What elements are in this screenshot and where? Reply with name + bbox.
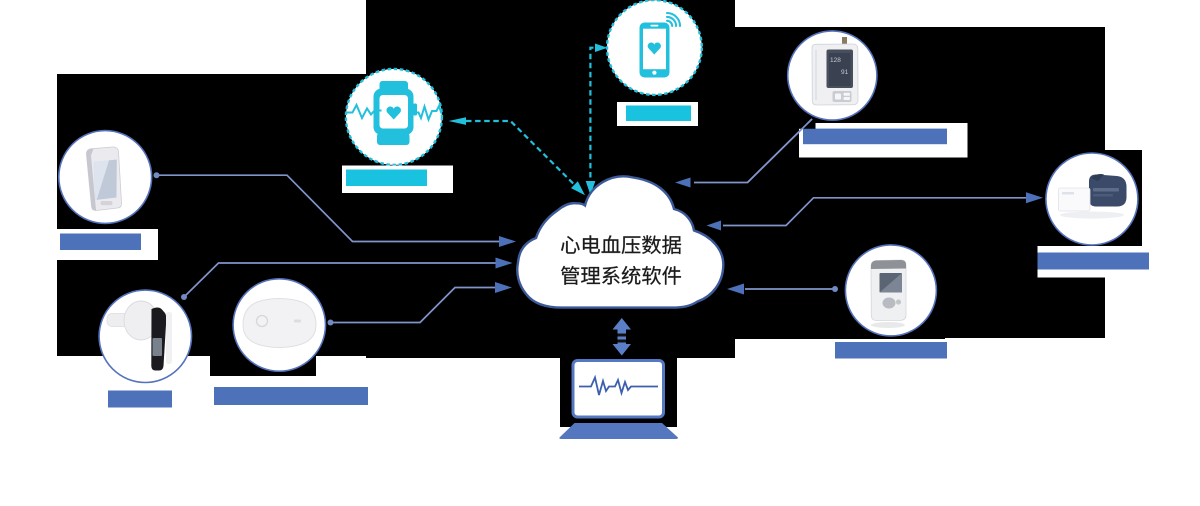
svg-text:128: 128 xyxy=(830,57,841,64)
svg-text:91: 91 xyxy=(841,69,849,76)
